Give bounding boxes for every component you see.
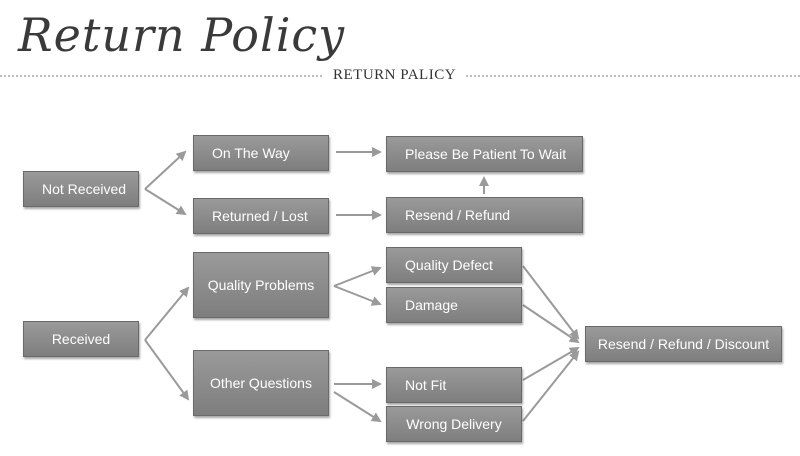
node-not-fit: Not Fit <box>386 367 522 403</box>
arrow-quality-problems-to-damage <box>333 285 382 306</box>
arrow-not-received-to-on-the-way <box>144 150 187 190</box>
node-quality-problems: Quality Problems <box>193 252 329 318</box>
arrow-wrong-delivery-to-discount <box>522 350 580 422</box>
node-please-be-patient: Please Be Patient To Wait <box>386 136 583 172</box>
section-subtitle: RETURN PALICY <box>333 67 457 83</box>
node-received: Received <box>23 321 139 357</box>
arrow-received-to-other-questions <box>144 339 190 401</box>
node-returned-lost: Returned / Lost <box>193 198 329 234</box>
node-on-the-way: On The Way <box>193 135 329 171</box>
node-wrong-delivery: Wrong Delivery <box>386 406 522 442</box>
arrow-other-questions-to-wrong-delivery <box>333 391 382 423</box>
arrow-received-to-quality-problems <box>144 286 190 341</box>
node-quality-defect: Quality Defect <box>386 247 522 283</box>
arrow-quality-defect-to-discount <box>522 265 580 340</box>
arrow-not-received-to-returned-lost <box>144 188 187 216</box>
dotted-divider-right <box>466 75 800 77</box>
arrow-damage-to-discount <box>522 304 580 344</box>
node-resend-refund: Resend / Refund <box>386 197 583 233</box>
node-not-received: Not Received <box>23 171 139 207</box>
node-other-questions: Other Questions <box>193 350 329 416</box>
arrow-not-fit-to-discount <box>522 346 580 381</box>
arrow-quality-problems-to-quality-defect <box>333 266 382 287</box>
dotted-divider-left <box>0 75 322 77</box>
node-resend-refund-discount: Resend / Refund / Discount <box>585 326 782 362</box>
page-title: Return Policy <box>18 8 346 62</box>
node-damage: Damage <box>386 287 522 323</box>
